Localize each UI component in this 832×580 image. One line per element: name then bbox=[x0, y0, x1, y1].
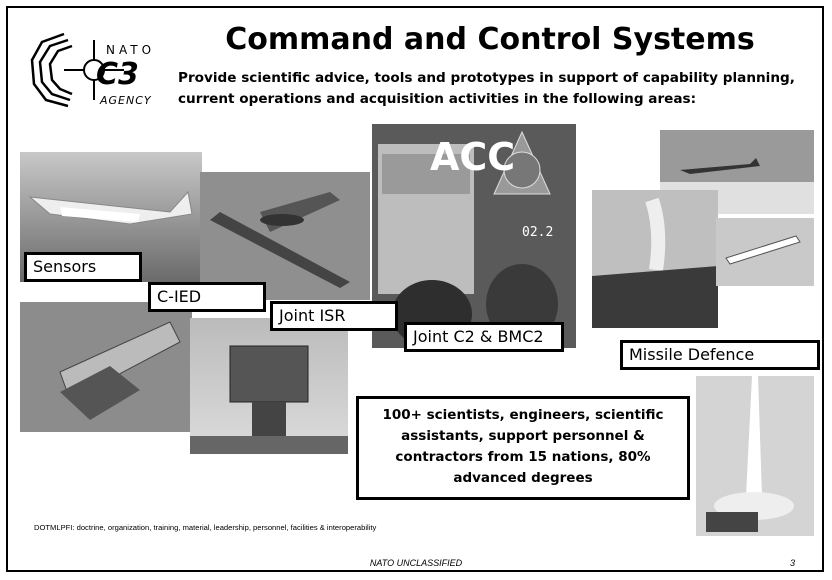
drone-photo bbox=[20, 152, 202, 282]
logo-agency-text: AGENCY bbox=[99, 94, 152, 107]
label-joint-c2-bmc2: Joint C2 & BMC2 bbox=[404, 322, 564, 352]
logo-c3-text: C3 bbox=[96, 57, 139, 92]
staff-info-box: 100+ scientists, engineers, scientific a… bbox=[356, 396, 690, 500]
nato-c3-agency-logo: NATO C3 AGENCY bbox=[24, 28, 174, 110]
truck-scanner-photo bbox=[20, 302, 192, 432]
slide-subtitle: Provide scientific advice, tools and pro… bbox=[178, 70, 795, 107]
label-joint-isr: Joint ISR bbox=[270, 301, 398, 331]
classification-marking: NATO UNCLASSIFIED bbox=[369, 558, 463, 568]
command-centre-photo: ACC 02.2 bbox=[372, 124, 576, 348]
missile-flight-photo bbox=[716, 218, 814, 286]
page-number: 3 bbox=[790, 558, 796, 568]
awacs-photo bbox=[200, 172, 370, 300]
acc-photo-text: ACC bbox=[430, 135, 515, 179]
label-cied: C-IED bbox=[148, 282, 266, 312]
label-missile-defence: Missile Defence bbox=[620, 340, 820, 370]
slide-frame bbox=[6, 6, 824, 572]
missile-launch-photo bbox=[696, 376, 814, 536]
slide-title: Command and Control Systems bbox=[225, 22, 755, 57]
counter-photo-text: 02.2 bbox=[522, 225, 553, 240]
label-sensors: Sensors bbox=[24, 252, 142, 282]
dotmlpfi-footnote: DOTMLPFI: doctrine, organization, traini… bbox=[34, 523, 377, 532]
logo-nato-text: NATO bbox=[106, 43, 155, 57]
radar-tower-photo bbox=[190, 318, 348, 454]
warship-photo bbox=[592, 190, 718, 328]
